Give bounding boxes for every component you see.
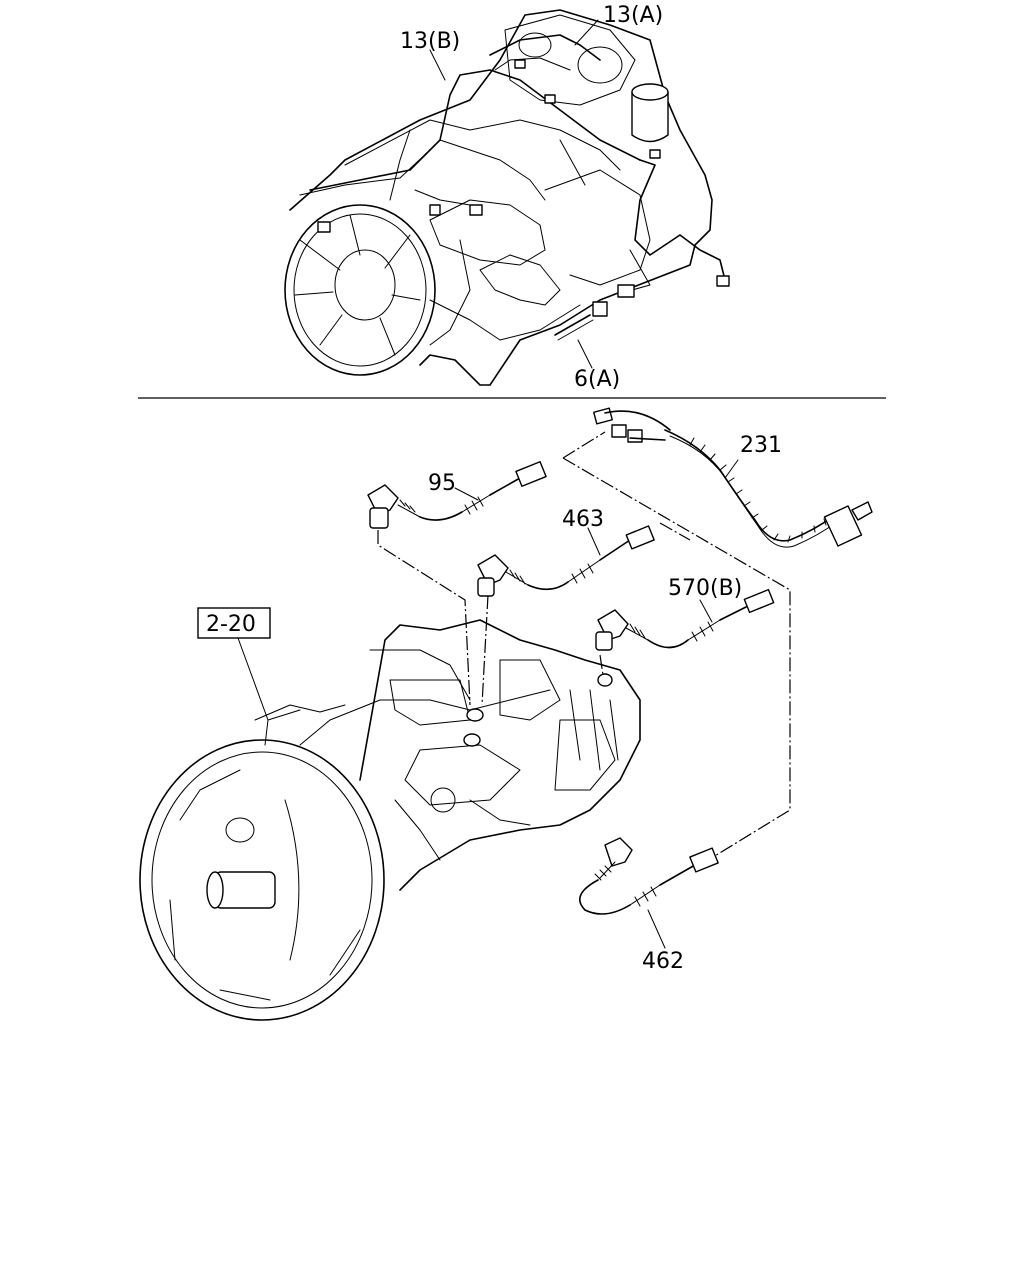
callout-95: 95: [428, 471, 456, 496]
transmission-assembly: [139, 619, 641, 1021]
callout-462: 462: [642, 949, 684, 974]
callout-231: 231: [740, 433, 782, 458]
sensor-462: [579, 837, 719, 915]
leader-2-20: [237, 637, 269, 721]
harness-231: [593, 407, 873, 548]
callout-6a: 6(A): [574, 367, 620, 392]
callout-570b: 570(B): [668, 576, 742, 601]
sensor-463: [477, 525, 655, 597]
leader-463: [587, 527, 601, 556]
leader-231: [724, 459, 739, 479]
callout-463: 463: [562, 507, 604, 532]
sensor-570b: [595, 588, 775, 651]
engine-assembly: [284, 9, 730, 386]
callout-13a: 13(A): [603, 3, 663, 28]
callout-13b: 13(B): [400, 29, 460, 54]
leader-570b: [699, 599, 713, 623]
sensor-95: [367, 461, 547, 529]
routing-lines: [377, 431, 791, 863]
leader-462: [647, 909, 666, 949]
ref-box-2-20: [197, 607, 271, 639]
leader-95: [454, 487, 479, 501]
callout-2-20: 2-20: [206, 612, 256, 637]
